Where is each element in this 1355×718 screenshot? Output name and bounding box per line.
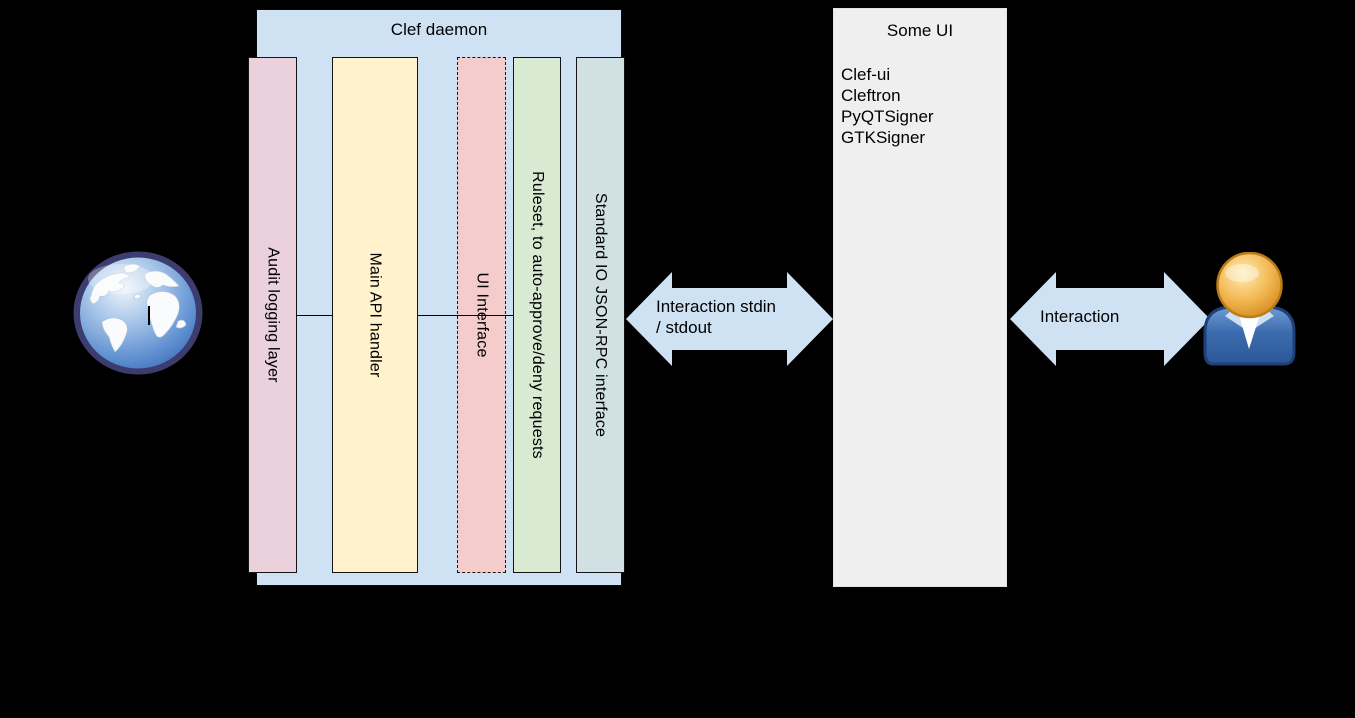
column-label: Main API handler bbox=[367, 252, 384, 378]
text-caret bbox=[148, 306, 150, 325]
clef-daemon-title: Clef daemon bbox=[390, 20, 488, 39]
column-ruleset: Ruleset, to auto-approve/deny requests bbox=[513, 57, 561, 573]
clef-daemon-box bbox=[256, 9, 622, 586]
globe-icon bbox=[73, 251, 203, 375]
column-label: Audit logging layer bbox=[264, 247, 282, 383]
arrow-stdin-stdout-label: Interaction stdin / stdout bbox=[656, 296, 776, 338]
column-audit-logging-layer: Audit logging layer bbox=[248, 57, 297, 573]
arrow-stdin-stdout bbox=[626, 272, 833, 366]
some-ui-item: PyQTSigner bbox=[841, 107, 934, 126]
arrow-label-line: Interaction stdin bbox=[656, 297, 777, 316]
arrow-interaction-label: Interaction bbox=[1040, 306, 1119, 327]
arrow-label-line: Interaction bbox=[1040, 307, 1120, 326]
some-ui-item: Cleftron bbox=[841, 86, 901, 105]
some-ui-item: GTKSigner bbox=[841, 128, 926, 147]
column-label: Ruleset, to auto-approve/deny requests bbox=[529, 171, 546, 459]
column-label: Standard IO JSON-RPC interface bbox=[592, 192, 610, 438]
some-ui-item: Clef-ui bbox=[841, 65, 891, 84]
some-ui-title: Some UI bbox=[886, 21, 954, 40]
column-stdio-json-rpc: Standard IO JSON-RPC interface bbox=[576, 57, 625, 573]
user-icon bbox=[1203, 251, 1296, 366]
connector-line-api-ruleset bbox=[417, 315, 514, 316]
arrow-label-line: / stdout bbox=[656, 318, 712, 337]
column-main-api-handler: Main API handler bbox=[332, 57, 418, 573]
some-ui-list: Clef-ui Cleftron PyQTSigner GTKSigner bbox=[841, 64, 934, 148]
connector-line-audit-api bbox=[297, 315, 333, 316]
some-ui-box bbox=[833, 8, 1007, 587]
arrow-interaction bbox=[1010, 272, 1210, 366]
